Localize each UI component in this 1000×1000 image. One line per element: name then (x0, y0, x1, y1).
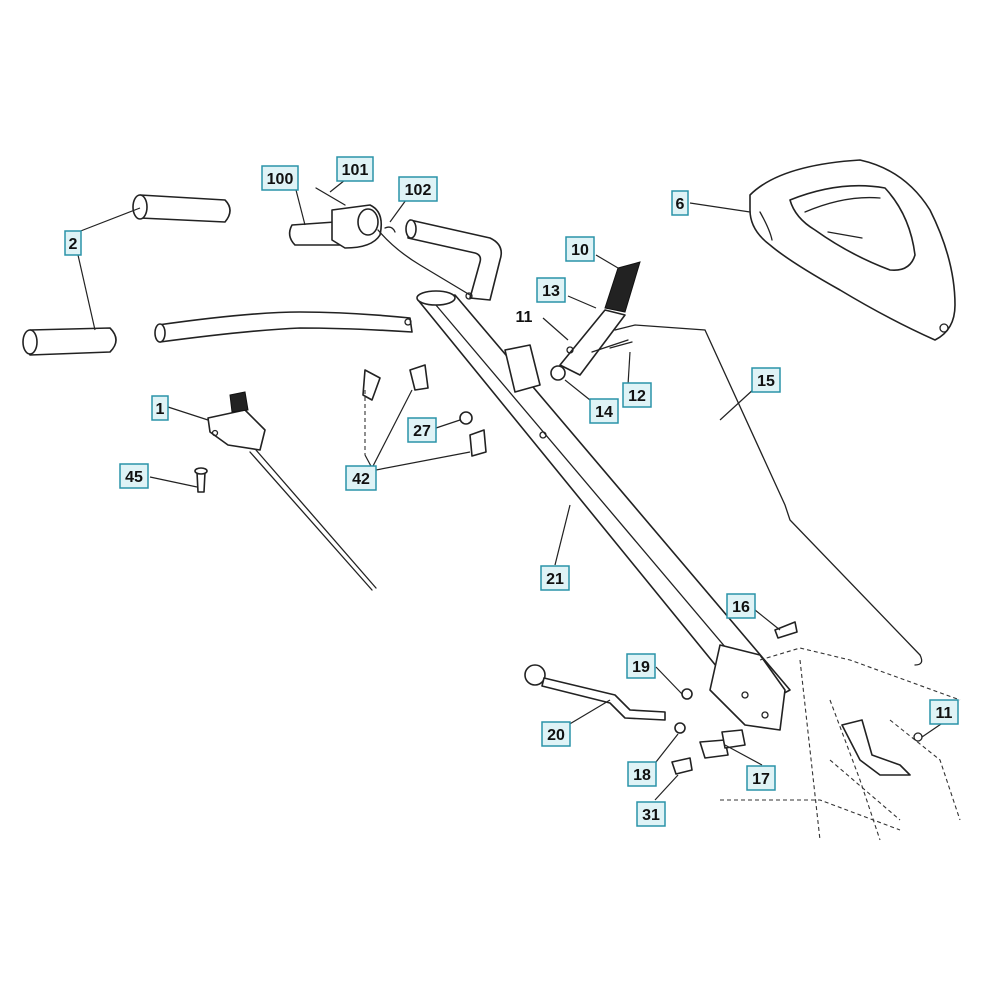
callout-13[interactable]: 13 (536, 277, 566, 303)
throttle-assembly (288, 187, 471, 296)
screw-45 (194, 467, 208, 493)
svg-text:31: 31 (642, 807, 660, 824)
svg-text:17: 17 (752, 771, 770, 788)
svg-text:13: 13 (542, 283, 560, 300)
svg-text:16: 16 (732, 599, 750, 616)
callout-10[interactable]: 10 (565, 236, 595, 262)
svg-text:11: 11 (936, 705, 953, 722)
washer-27 (459, 411, 473, 425)
callout-16[interactable]: 16 (726, 593, 756, 619)
callout-15[interactable]: 15 (751, 367, 781, 393)
svg-text:20: 20 (547, 727, 565, 744)
bolts-42 (362, 364, 487, 457)
callout-19[interactable]: 19 (626, 653, 656, 679)
svg-text:2: 2 (69, 236, 78, 253)
callout-17[interactable]: 17 (746, 765, 776, 791)
svg-text:100: 100 (267, 171, 294, 188)
shift-rod (614, 324, 923, 666)
svg-text:14: 14 (595, 404, 613, 421)
svg-text:21: 21 (546, 571, 564, 588)
svg-text:27: 27 (413, 423, 431, 440)
callout-18[interactable]: 18 (627, 761, 657, 787)
callout-42[interactable]: 42 (345, 465, 377, 491)
pivot-bracket (504, 341, 633, 393)
shift-lever (550, 261, 641, 381)
svg-text:18: 18 (633, 767, 651, 784)
callout-20[interactable]: 20 (541, 721, 571, 747)
callout-45[interactable]: 45 (119, 463, 149, 489)
frame-outline (720, 647, 961, 841)
svg-text:101: 101 (342, 162, 369, 179)
callout-100[interactable]: 100 (261, 165, 299, 191)
svg-text:102: 102 (405, 182, 432, 199)
svg-text:45: 45 (125, 469, 143, 486)
svg-text:15: 15 (757, 373, 775, 390)
callout-6[interactable]: 6 (671, 190, 689, 216)
callout-12[interactable]: 12 (622, 382, 652, 408)
handle-tube (416, 290, 791, 711)
svg-text:10: 10 (571, 242, 589, 259)
callout-11-upper[interactable]: 11 (516, 309, 533, 326)
callout-21[interactable]: 21 (540, 565, 570, 591)
svg-text:6: 6 (676, 196, 685, 213)
callout-101[interactable]: 101 (336, 156, 374, 182)
svg-text:42: 42 (352, 471, 370, 488)
callout-31[interactable]: 31 (636, 801, 666, 827)
leader-lines (77, 179, 945, 801)
gear-lever (524, 664, 666, 721)
callout-14[interactable]: 14 (589, 398, 619, 424)
callouts: 100 101 102 2 6 10 13 11 (64, 156, 959, 827)
svg-text:19: 19 (632, 659, 650, 676)
callout-2[interactable]: 2 (64, 230, 82, 256)
control-bracket (207, 391, 377, 591)
svg-text:11: 11 (516, 309, 533, 326)
lower-plate (671, 621, 798, 775)
callout-27[interactable]: 27 (407, 417, 437, 443)
svg-text:1: 1 (156, 401, 165, 418)
handlebar (154, 219, 503, 343)
callout-1[interactable]: 1 (151, 395, 169, 421)
engine-shroud (749, 159, 956, 341)
handle-grips (22, 194, 231, 356)
callout-102[interactable]: 102 (398, 176, 438, 202)
svg-text:12: 12 (628, 388, 646, 405)
callout-11-lower[interactable]: 11 (929, 699, 959, 725)
